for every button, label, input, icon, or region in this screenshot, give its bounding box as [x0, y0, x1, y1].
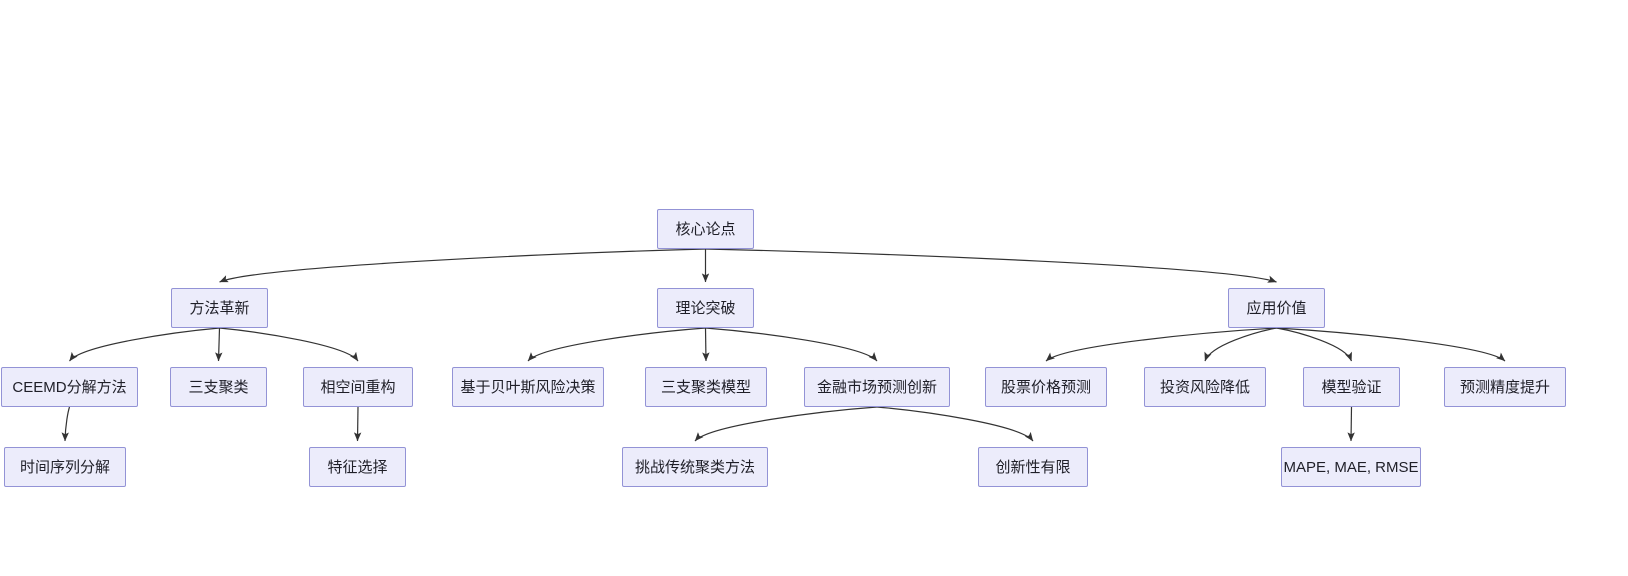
node-l2d[interactable]: 基于贝叶斯风险决策: [452, 367, 604, 407]
node-label: 预测精度提升: [1459, 378, 1550, 396]
edge-l2f-to-l3d: [876, 406, 1034, 442]
node-label: 特征选择: [327, 458, 388, 476]
node-root[interactable]: 核心论点: [657, 209, 754, 249]
edge-l2c-to-l3b: [353, 406, 362, 442]
node-label: 基于贝叶斯风险决策: [460, 378, 596, 396]
node-l3a[interactable]: 时间序列分解: [4, 447, 126, 487]
node-l3b[interactable]: 特征选择: [309, 447, 406, 487]
node-l3e[interactable]: MAPE, MAE, RMSE: [1281, 447, 1421, 487]
edge-l2f-to-l3c: [694, 406, 878, 442]
node-l2h[interactable]: 投资风险降低: [1144, 367, 1266, 407]
edge-l1b-to-l2d: [527, 327, 706, 362]
node-label: 挑战传统聚类方法: [634, 458, 755, 476]
node-label: 三支聚类模型: [660, 378, 751, 396]
edge-l1c-to-l2h: [1204, 327, 1277, 362]
node-l2b[interactable]: 三支聚类: [170, 367, 267, 407]
node-l1b[interactable]: 理论突破: [657, 288, 754, 328]
edge-l1c-to-l2j: [1276, 327, 1506, 362]
node-l2a[interactable]: CEEMD分解方法: [1, 367, 138, 407]
node-l2e[interactable]: 三支聚类模型: [645, 367, 767, 407]
node-label: 金融市场预测创新: [816, 378, 937, 396]
node-label: MAPE, MAE, RMSE: [1283, 458, 1419, 476]
node-label: 相空间重构: [320, 378, 396, 396]
node-label: 创新性有限: [995, 458, 1071, 476]
node-label: 核心论点: [675, 220, 736, 238]
node-label: 应用价值: [1246, 299, 1307, 317]
edge-l1c-to-l2g: [1045, 327, 1277, 362]
edge-l2a-to-l3a: [61, 406, 71, 442]
edge-root-to-l1c: [705, 248, 1277, 283]
edge-l1c-to-l2i: [1276, 327, 1353, 362]
node-label: 三支聚类: [188, 378, 249, 396]
node-label: 投资风险降低: [1159, 378, 1250, 396]
edge-l1a-to-l2a: [69, 327, 220, 362]
node-label: 时间序列分解: [19, 458, 110, 476]
node-label: CEEMD分解方法: [12, 378, 127, 396]
edge-l2i-to-l3e: [1347, 406, 1355, 442]
edge-l1a-to-l2b: [215, 327, 223, 362]
node-l2i[interactable]: 模型验证: [1303, 367, 1400, 407]
node-l1c[interactable]: 应用价值: [1228, 288, 1325, 328]
node-label: 股票价格预测: [1000, 378, 1091, 396]
node-l1a[interactable]: 方法革新: [171, 288, 268, 328]
node-label: 模型验证: [1321, 378, 1382, 396]
edge-l1a-to-l2c: [219, 327, 359, 362]
edge-l1b-to-l2f: [705, 327, 878, 362]
node-l3d[interactable]: 创新性有限: [978, 447, 1088, 487]
edge-l1b-to-l2e: [702, 327, 710, 362]
node-l3c[interactable]: 挑战传统聚类方法: [622, 447, 768, 487]
edge-root-to-l1a: [219, 248, 706, 283]
node-label: 方法革新: [189, 299, 250, 317]
node-l2f[interactable]: 金融市场预测创新: [804, 367, 950, 407]
node-l2c[interactable]: 相空间重构: [303, 367, 413, 407]
node-l2j[interactable]: 预测精度提升: [1444, 367, 1566, 407]
node-l2g[interactable]: 股票价格预测: [985, 367, 1107, 407]
node-label: 理论突破: [675, 299, 736, 317]
